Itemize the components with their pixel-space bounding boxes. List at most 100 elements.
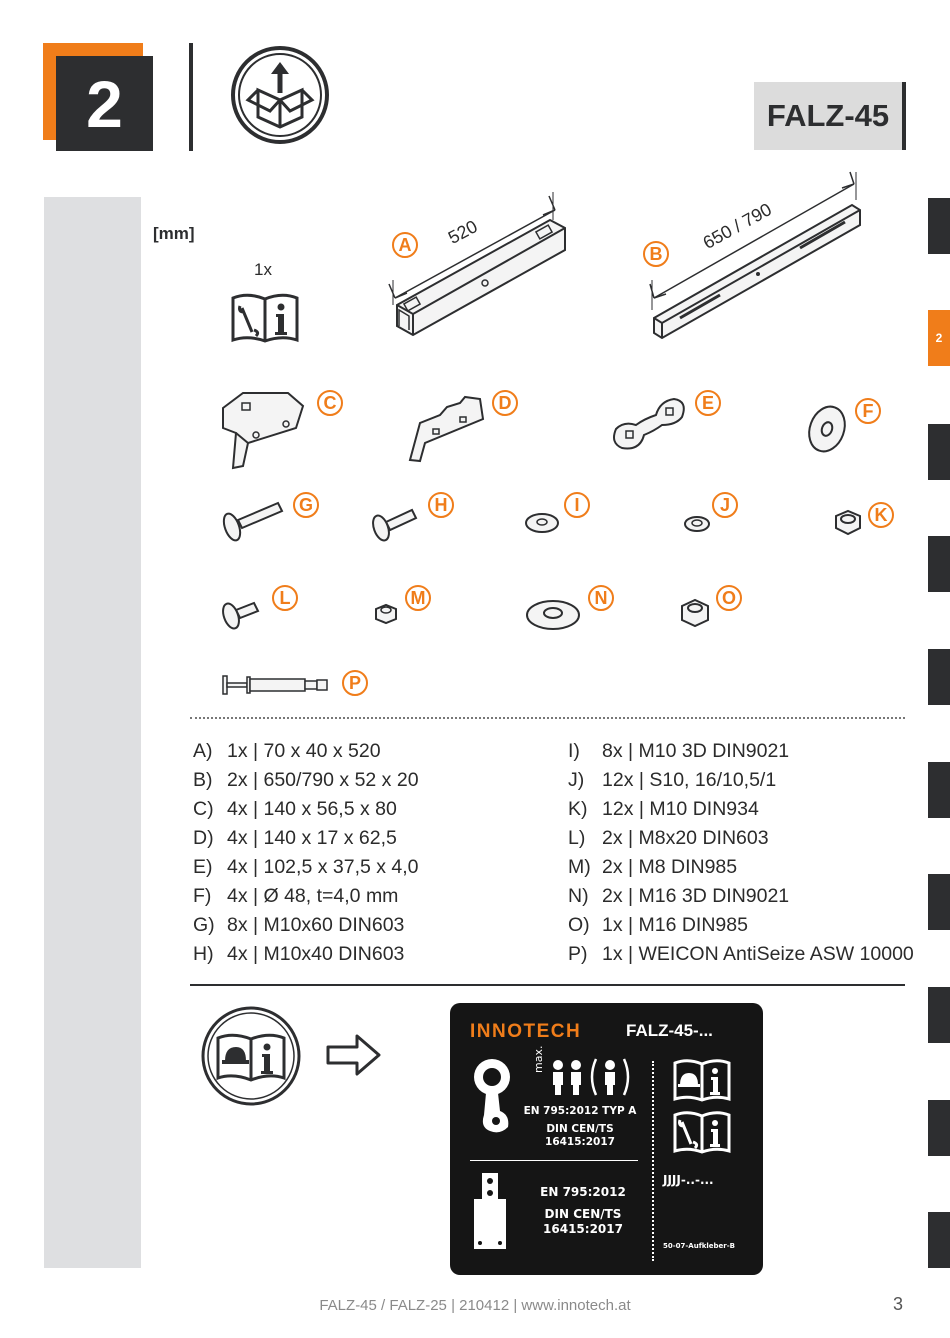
parts-list-desc: 4x | 140 x 17 x 62,5 [227, 827, 397, 849]
parts-list-row: N) 2x | M16 3D DIN9021 [568, 882, 914, 911]
anchor-eye-icon [474, 1059, 510, 1133]
arrow-right-icon [326, 1034, 381, 1076]
footer-text: FALZ-45 / FALZ-25 | 210412 | www.innotec… [319, 1297, 631, 1314]
parts-list-desc: 1x | M16 DIN985 [602, 914, 748, 936]
units-label: [mm] [153, 224, 195, 243]
parts-list-key: E) [193, 856, 213, 878]
callout-g: G [293, 492, 319, 518]
parts-list-key: D) [193, 827, 214, 849]
part-i-washer-drawing [525, 513, 559, 533]
parts-list-desc: 1x | WEICON AntiSeize ASW 10000 [602, 943, 914, 965]
side-tab[interactable] [928, 1212, 950, 1268]
parts-list-key: G) [193, 914, 215, 936]
callout-o: O [716, 585, 742, 611]
side-tab[interactable] [928, 1100, 950, 1156]
parts-list-desc: 8x | M10 3D DIN9021 [602, 740, 790, 762]
parts-list-row: O)1x | M16 DIN985 [568, 911, 914, 940]
parts-list-desc: 4x | 102,5 x 37,5 x 4,0 [227, 856, 419, 878]
callout-c: C [317, 390, 343, 416]
label-din-2a: DIN CEN/TS [544, 1207, 622, 1221]
manual-tools-icon [231, 293, 299, 343]
part-e-connector-drawing [613, 397, 685, 450]
parts-list-row: A) 1x | 70 x 40 x 520 [193, 737, 419, 766]
part-f-washer-drawing [808, 405, 846, 453]
parts-list-key: J) [568, 769, 585, 791]
anchor-plate-icon [474, 1173, 506, 1249]
parts-list-desc: 4x | 140 x 56,5 x 80 [227, 798, 397, 820]
parts-list-desc: 1x | 70 x 40 x 520 [227, 740, 381, 762]
persons-icon [553, 1058, 630, 1096]
parts-list-left: A) 1x | 70 x 40 x 520 B)2x | 650/790 x 52… [193, 737, 419, 969]
parts-list-key: L) [568, 827, 586, 849]
side-tab[interactable] [928, 649, 950, 705]
parts-list-row: H)4x | M10x40 DIN603 [193, 940, 419, 969]
page-number: 3 [893, 1294, 904, 1314]
side-tab[interactable] [928, 198, 950, 254]
label-divider [470, 1160, 638, 1161]
callout-h: H [428, 492, 454, 518]
side-tab[interactable] [928, 874, 950, 930]
parts-list-row: C) 4x | 140 x 56,5 x 80 [193, 795, 419, 824]
side-tab[interactable] [928, 762, 950, 818]
side-tab[interactable] [928, 424, 950, 480]
parts-list-desc: 8x | M10x60 DIN603 [227, 914, 405, 936]
label-dotted-divider [652, 1061, 654, 1261]
side-tab[interactable] [928, 536, 950, 592]
callout-d: D [492, 390, 518, 416]
parts-list-desc: 4x | M10x40 DIN603 [227, 943, 405, 965]
parts-list-row: E) 4x | 102,5 x 37,5 x 4,0 [193, 853, 419, 882]
parts-list-row: G) 8x | M10x60 DIN603 [193, 911, 419, 940]
parts-list-row: K) 12x | M10 DIN934 [568, 795, 914, 824]
parts-list-row: L)2x | M8x20 DIN603 [568, 824, 914, 853]
parts-list-key: C) [193, 798, 214, 820]
parts-list-right: I)8x | M10 3D DIN9021 J)12x | S10, 16/10… [568, 737, 914, 969]
parts-list-key: A) [193, 740, 213, 762]
callout-n: N [588, 585, 614, 611]
parts-list-row: F) 4x | Ø 48, t=4,0 mm [193, 882, 419, 911]
step-number: 2 [56, 56, 153, 151]
label-din-1b: 16415:2017 [545, 1136, 615, 1148]
parts-list-key: K) [568, 798, 588, 820]
unpack-box-icon [231, 46, 329, 144]
side-tab-active[interactable]: 2 [928, 310, 950, 366]
parts-list-key: N) [568, 885, 589, 907]
product-label: INNOTECH FALZ-45-... max. EN 795:2012 TY… [450, 1003, 763, 1275]
label-din-1a: DIN CEN/TS [546, 1123, 614, 1135]
label-din-2b: 16415:2017 [543, 1222, 623, 1236]
part-o-nut-drawing [681, 598, 709, 628]
section-divider-dotted [190, 717, 905, 719]
parts-list-key: M) [568, 856, 591, 878]
part-b-rail-drawing [649, 171, 861, 340]
part-c-bracket-drawing [222, 392, 305, 470]
label-sticker-code: 50-07-Aufkleber-B [663, 1242, 735, 1250]
part-h-bolt-drawing [372, 508, 418, 542]
header-divider [189, 43, 193, 151]
side-panel [44, 197, 141, 1268]
label-standard-1: EN 795:2012 TYP A [523, 1105, 637, 1117]
section-divider [190, 984, 905, 986]
callout-p: P [342, 670, 368, 696]
label-standard-2: EN 795:2012 [540, 1185, 626, 1199]
label-max: max. [532, 1045, 545, 1073]
callout-i: I [564, 492, 590, 518]
callout-k: K [868, 502, 894, 528]
model-label: FALZ-45 [754, 82, 906, 150]
callout-a: A [392, 232, 418, 258]
part-n-washer-drawing [526, 600, 580, 630]
parts-list-desc: 2x | 650/790 x 52 x 20 [227, 769, 419, 791]
part-m-nut-drawing [375, 603, 397, 625]
parts-list-desc: 12x | M10 DIN934 [602, 798, 759, 820]
part-p-syringe-drawing [222, 675, 328, 695]
side-tab[interactable] [928, 987, 950, 1043]
label-brand: INNOTECH [470, 1021, 582, 1042]
parts-list-row: B)2x | 650/790 x 52 x 20 [193, 766, 419, 795]
parts-list-desc: 4x | Ø 48, t=4,0 mm [227, 885, 399, 907]
parts-list-key: P) [568, 943, 588, 965]
parts-list-row: D) 4x | 140 x 17 x 62,5 [193, 824, 419, 853]
parts-list-row: M)2x | M8 DIN985 [568, 853, 914, 882]
callout-b: B [643, 241, 669, 267]
callout-j: J [712, 492, 738, 518]
parts-list-key: F) [193, 885, 212, 907]
parts-list-desc: 2x | M16 3D DIN9021 [602, 885, 790, 907]
part-l-bolt-drawing [222, 601, 260, 630]
